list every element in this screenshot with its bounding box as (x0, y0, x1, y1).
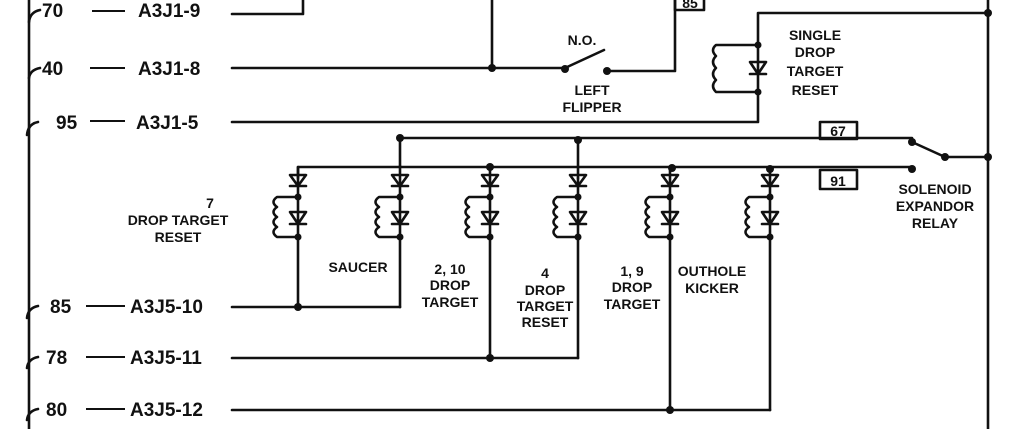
wire-traces (230, 0, 990, 429)
svg-text:RELAY: RELAY (912, 215, 959, 231)
svg-text:85: 85 (682, 0, 698, 11)
svg-text:RESET: RESET (155, 229, 202, 245)
svg-text:80: 80 (46, 400, 67, 421)
svg-text:7: 7 (206, 195, 214, 211)
box-labels: 85 67 91 (682, 0, 846, 189)
svg-text:A3J1-5: A3J1-5 (136, 113, 199, 134)
svg-text:A3J5-12: A3J5-12 (130, 400, 203, 421)
svg-text:RESET: RESET (792, 82, 839, 98)
coil-3 (464, 165, 500, 360)
svg-text:A3J1-9: A3J1-9 (138, 1, 200, 22)
svg-text:N.O.: N.O. (568, 32, 597, 48)
svg-text:SAUCER: SAUCER (328, 259, 387, 275)
svg-text:TARGET: TARGET (604, 296, 661, 312)
wire-label-80: 80 A3J5-12 (46, 400, 203, 421)
svg-text:1, 9: 1, 9 (620, 263, 644, 279)
junction-dots (294, 9, 992, 414)
coil-2 (374, 164, 410, 309)
svg-text:A3J1-8: A3J1-8 (138, 59, 200, 80)
wire-label-85: 85 A3J5-10 (50, 297, 203, 318)
svg-text:78: 78 (46, 348, 67, 369)
svg-text:RESET: RESET (522, 314, 569, 330)
svg-text:DROP: DROP (430, 277, 470, 293)
wire-label-70: 70 A3J1-9 (42, 1, 200, 22)
coil-4 (552, 173, 588, 360)
svg-text:95: 95 (56, 113, 78, 134)
coil-group (272, 164, 780, 412)
svg-text:40: 40 (42, 59, 63, 80)
coil-5 (644, 165, 680, 412)
wire-label-95: 95 A3J1-5 (56, 113, 199, 134)
coil-1 (272, 165, 308, 309)
svg-text:91: 91 (830, 173, 846, 189)
svg-text:4: 4 (541, 265, 549, 281)
svg-text:70: 70 (42, 1, 63, 22)
svg-text:DROP: DROP (525, 282, 565, 298)
wire-label-78: 78 A3J5-11 (46, 348, 202, 369)
solenoid-expandor-relay: SOLENOID EXPANDOR RELAY (896, 181, 974, 231)
svg-text:2, 10: 2, 10 (434, 261, 465, 277)
wire-label-40: 40 A3J1-8 (42, 59, 200, 80)
svg-text:SINGLE: SINGLE (789, 27, 841, 43)
svg-text:TARGET: TARGET (517, 298, 574, 314)
svg-text:DROP: DROP (612, 279, 652, 295)
svg-text:TARGET: TARGET (787, 63, 844, 79)
svg-text:DROP: DROP (795, 44, 835, 60)
svg-text:DROP TARGET: DROP TARGET (128, 212, 229, 228)
svg-text:67: 67 (830, 123, 846, 139)
svg-text:FLIPPER: FLIPPER (562, 99, 621, 115)
svg-text:A3J5-10: A3J5-10 (130, 297, 203, 318)
svg-text:SOLENOID: SOLENOID (898, 181, 971, 197)
single-drop-target-reset-coil: SINGLE DROP TARGET RESET (711, 27, 844, 98)
svg-text:OUTHOLE: OUTHOLE (678, 263, 746, 279)
svg-text:LEFT: LEFT (575, 82, 610, 98)
left-flipper-switch: N.O. LEFT FLIPPER (562, 32, 621, 115)
svg-text:EXPANDOR: EXPANDOR (896, 198, 974, 214)
coil-6 (744, 165, 780, 412)
svg-text:TARGET: TARGET (422, 294, 479, 310)
svg-text:A3J5-11: A3J5-11 (130, 348, 202, 369)
harness-trunk (25, 0, 42, 429)
svg-text:KICKER: KICKER (685, 280, 739, 296)
coil-labels: 7 DROP TARGET RESET SAUCER 2, 10 DROP TA… (128, 195, 747, 330)
svg-text:85: 85 (50, 297, 72, 318)
